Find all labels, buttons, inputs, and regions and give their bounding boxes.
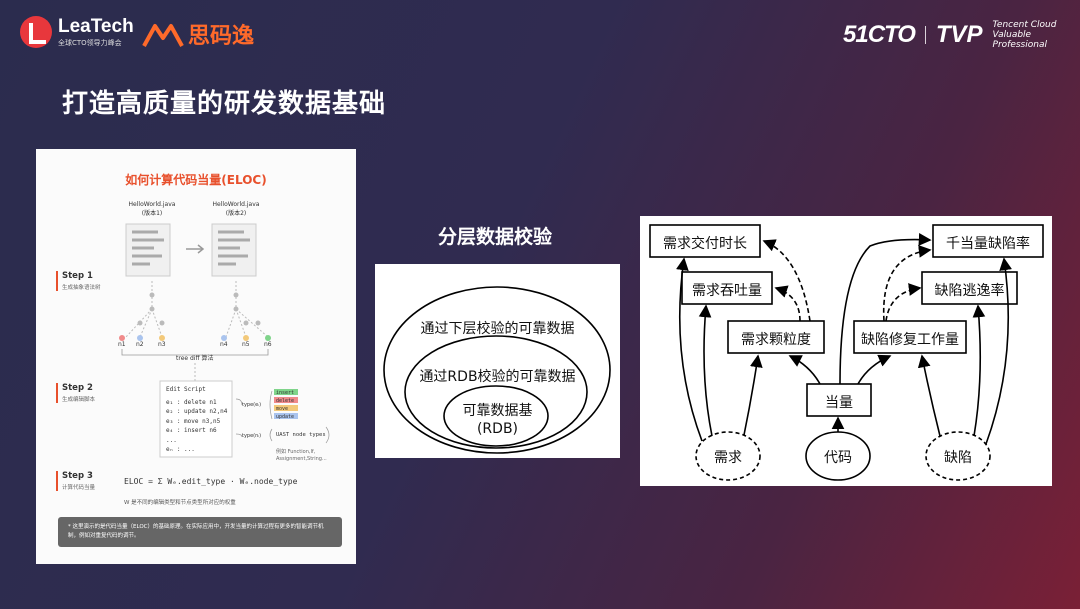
diff-bracket (121, 349, 269, 356)
page-title: 打造高质量的研发数据基础 (62, 89, 387, 119)
box-fix-work (853, 320, 967, 354)
node-n2 (137, 335, 143, 341)
outer-label: 通过下层校验的可靠数据 (420, 321, 575, 337)
node-n1 (119, 335, 125, 341)
node-n3 (159, 335, 165, 341)
legend-update (274, 413, 298, 419)
arrow-right-icon (186, 244, 205, 254)
eloc-diagram (119, 223, 330, 458)
uast-example: 例如 Function,If,Assignment,String... (276, 449, 327, 462)
type-e-label: type(eᵢ) (242, 402, 262, 408)
inner-label: 可靠数据基(RDB) (462, 403, 533, 437)
weight-note: W 是不同的编辑类型和节点类型所对应的权重 (124, 500, 236, 506)
middle-label: 通过RDB校验的可靠数据 (419, 369, 576, 385)
box-throughput (681, 271, 773, 305)
node-escape: 缺陷逃逸率 (934, 283, 1005, 299)
tree-diff-label: tree diff 算法 (176, 355, 214, 362)
node-fix-work: 缺陷修复工作量 (861, 332, 959, 348)
cto-logo: 51CTO (843, 21, 916, 48)
circle-defect (925, 431, 991, 481)
node-eloc: 当量 (825, 395, 853, 411)
legend-move (274, 405, 298, 411)
graph-edges (649, 224, 1044, 481)
uast-label: UAST node types (276, 432, 326, 438)
eloc-title: 如何计算代码当量(ELOC) (125, 173, 267, 187)
tvp-sub1: Tencent Cloud (992, 20, 1057, 30)
leatech-name: LeaTech (58, 15, 134, 37)
box-delivery (649, 224, 761, 258)
leatech-icon (20, 16, 52, 48)
ast-tree-right (225, 281, 269, 338)
tvp-sub2: Valuable Professional (992, 30, 1047, 50)
logo-divider (924, 26, 926, 44)
legend-delete (274, 397, 298, 403)
eloc-formula: ELOC = Σ Wₑ.edit_type · Wₑ.node_type (124, 477, 298, 486)
box-eloc (806, 383, 872, 417)
legend-insert (274, 389, 298, 395)
file-v2-name: HelloWorld.java(版本2) (212, 201, 260, 217)
file-v1-icon (125, 223, 171, 277)
box-escape (921, 271, 1018, 305)
edit-script: Edit Script e₁ : delete n1 e₂ : update n… (166, 386, 228, 453)
tvp-logo: TVP (935, 21, 983, 48)
principle-note: * 这里演示的是代码当量（ELOC）的基础原理。在实际应用中，开发当量的计算过程… (58, 517, 342, 547)
file-v1-name: HelloWorld.java(版本1) (128, 201, 176, 217)
node-n5 (243, 335, 249, 341)
node-defect-rate: 千当量缺陷率 (946, 236, 1030, 252)
nested-ellipses (383, 286, 611, 454)
edit-script-box (159, 380, 233, 458)
node-n4 (221, 335, 227, 341)
smy-name: 思码逸 (188, 24, 255, 49)
edit-type-legend: insert delete move update (276, 390, 295, 420)
inner-ellipse (443, 385, 549, 447)
node-delivery: 需求交付时长 (663, 236, 747, 252)
box-granularity (727, 320, 825, 354)
file-v2-icon (211, 223, 257, 277)
layers-title: 分层数据校验 (438, 226, 553, 248)
type-n-label: type(nᵢ) (242, 433, 262, 439)
metrics-graph: 需求交付时长 需求吞吐量 需求颗粒度 千当量缺陷率 缺陷逃逸率 缺陷修复工作量 … (640, 216, 1052, 486)
node-n6 (265, 335, 271, 341)
node-code: 代码 (824, 450, 852, 466)
eloc-document: 如何计算代码当量(ELOC) HelloWorld.java(版本1) Hell… (36, 149, 356, 564)
node-defect: 缺陷 (944, 450, 972, 466)
layers-panel: 通过下层校验的可靠数据 通过RDB校验的可靠数据 可靠数据基(RDB) (375, 264, 620, 458)
mountain-icon (142, 24, 184, 47)
node-req: 需求 (714, 450, 742, 466)
leatech-logo: LeaTech 全球CTO领导力峰会 (20, 16, 134, 48)
sponsor-logos: 51CTO TVP Tencent Cloud Valuable Profess… (843, 20, 1080, 50)
smy-logo: 思码逸 (142, 18, 254, 50)
circle-req (695, 431, 761, 481)
node-granularity: 需求颗粒度 (741, 332, 811, 348)
leatech-sub: 全球CTO领导力峰会 (58, 38, 122, 47)
ast-tree-left (125, 281, 163, 338)
node-throughput: 需求吞吐量 (692, 283, 762, 299)
box-defect-rate (932, 224, 1044, 258)
